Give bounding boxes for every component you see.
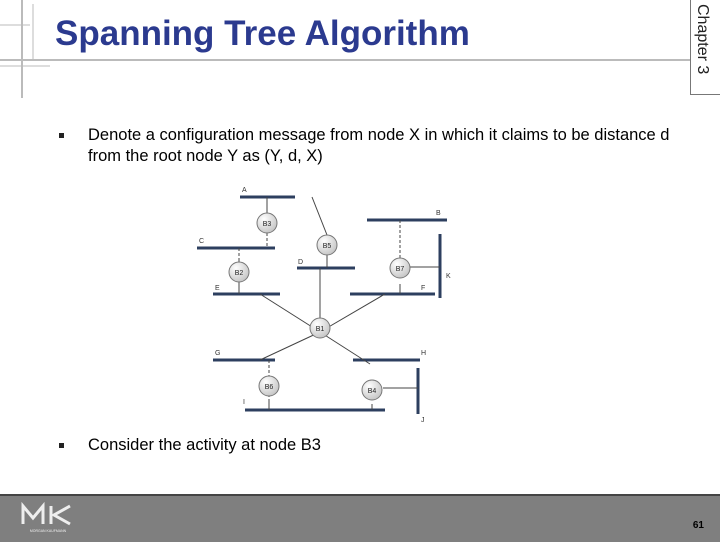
lan-label-a: A xyxy=(242,187,247,194)
bridge-label-b4: B4 xyxy=(368,388,377,395)
corner-decoration xyxy=(0,0,690,98)
slide-title: Spanning Tree Algorithm xyxy=(55,14,470,53)
chapter-tab: Chapter 3 xyxy=(690,0,720,95)
lan-label-d: D xyxy=(298,259,303,266)
publisher-logo: MORGAN KAUFMANN xyxy=(21,501,71,533)
bullet-text: Denote a configuration message from node… xyxy=(88,126,670,165)
network-diagram: B3 B5 B2 B7 B1 B6 B4 A B C D E F G H I J… xyxy=(197,187,451,424)
lan-label-g: G xyxy=(215,350,220,357)
bridge-label-b6: B6 xyxy=(265,384,274,391)
bridge-b5 xyxy=(316,234,338,256)
lan-label-f: F xyxy=(421,285,425,292)
lan-label-k: K xyxy=(446,273,451,280)
lan-label-b: B xyxy=(436,210,441,217)
bullet-text: Consider the activity at node B3 xyxy=(88,436,321,454)
bridge-b2 xyxy=(228,261,250,283)
footer-bar: MORGAN KAUFMANN 61 xyxy=(0,494,720,542)
lan-label-c: C xyxy=(199,238,204,245)
bridge-label-b1: B1 xyxy=(316,326,325,333)
bridge-b6 xyxy=(258,375,280,397)
bridge-label-b3: B3 xyxy=(263,221,272,228)
bullet-marker xyxy=(59,133,64,138)
bridge-b1 xyxy=(309,317,331,339)
lan-label-h: H xyxy=(421,350,426,357)
bullet-marker xyxy=(59,443,64,448)
bridge-label-b5: B5 xyxy=(323,243,332,250)
bridge-label-b2: B2 xyxy=(235,270,244,277)
chapter-label: Chapter 3 xyxy=(694,4,711,75)
bridge-label-b7: B7 xyxy=(396,266,405,273)
lan-label-j: J xyxy=(421,417,425,424)
bridge-b3 xyxy=(256,212,278,234)
svg-text:MORGAN KAUFMANN: MORGAN KAUFMANN xyxy=(30,529,67,533)
lan-label-i: I xyxy=(243,399,245,406)
lan-label-e: E xyxy=(215,285,220,292)
bridge-b4 xyxy=(361,379,383,401)
page-number: 61 xyxy=(692,520,704,531)
bridge-b7 xyxy=(389,257,411,279)
